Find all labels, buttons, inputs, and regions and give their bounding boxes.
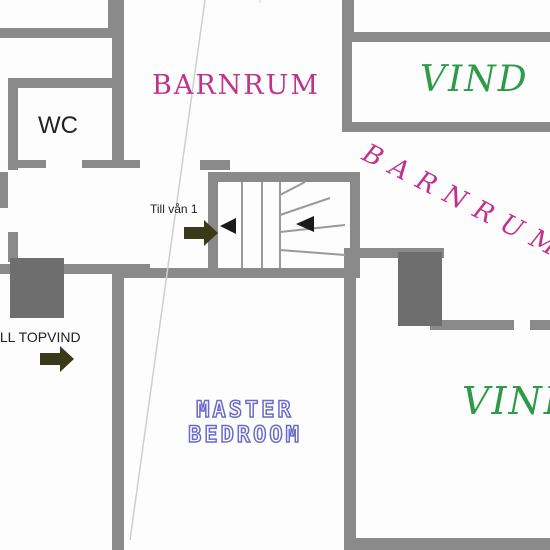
wall [8, 78, 18, 170]
wall [200, 160, 230, 170]
triangle-left-icon [220, 218, 236, 234]
wall [430, 320, 514, 330]
wall [0, 172, 8, 208]
room-label-wc: WC [38, 112, 78, 139]
wall [350, 172, 360, 278]
wall [342, 40, 352, 132]
wall [112, 272, 124, 550]
wall [344, 248, 356, 550]
master-line-2: BEDROOM [187, 422, 302, 449]
guide-line [129, 0, 206, 541]
wall [8, 160, 46, 168]
wall [8, 232, 18, 262]
wall [530, 320, 550, 330]
wall [0, 28, 112, 38]
wall [356, 538, 550, 550]
chimney-block [10, 258, 64, 318]
triangle-left-icon [296, 216, 314, 232]
wall [342, 0, 354, 40]
wall [208, 172, 218, 278]
arrow-right-icon [184, 220, 218, 246]
room-label-master-bedroom: MASTER BEDROOM [155, 397, 335, 449]
chimney-block [398, 252, 442, 326]
wall [0, 264, 150, 274]
wall [342, 32, 550, 42]
wall [208, 172, 360, 182]
wall [118, 268, 358, 278]
wall [342, 122, 550, 132]
wall [82, 160, 140, 168]
master-line-1: MASTER [196, 397, 294, 424]
annotation-till-van: Till vån 1 [150, 202, 198, 216]
room-label-vind: VIND [420, 59, 529, 100]
arrow-right-icon [40, 346, 74, 372]
annotation-till-topvind: ILL TOPVIND [0, 329, 81, 345]
wall [8, 78, 120, 88]
room-label-barnrum: BARNRUM [152, 70, 321, 101]
room-label-vind-lower: VIND [462, 379, 550, 423]
staircase [241, 181, 346, 268]
